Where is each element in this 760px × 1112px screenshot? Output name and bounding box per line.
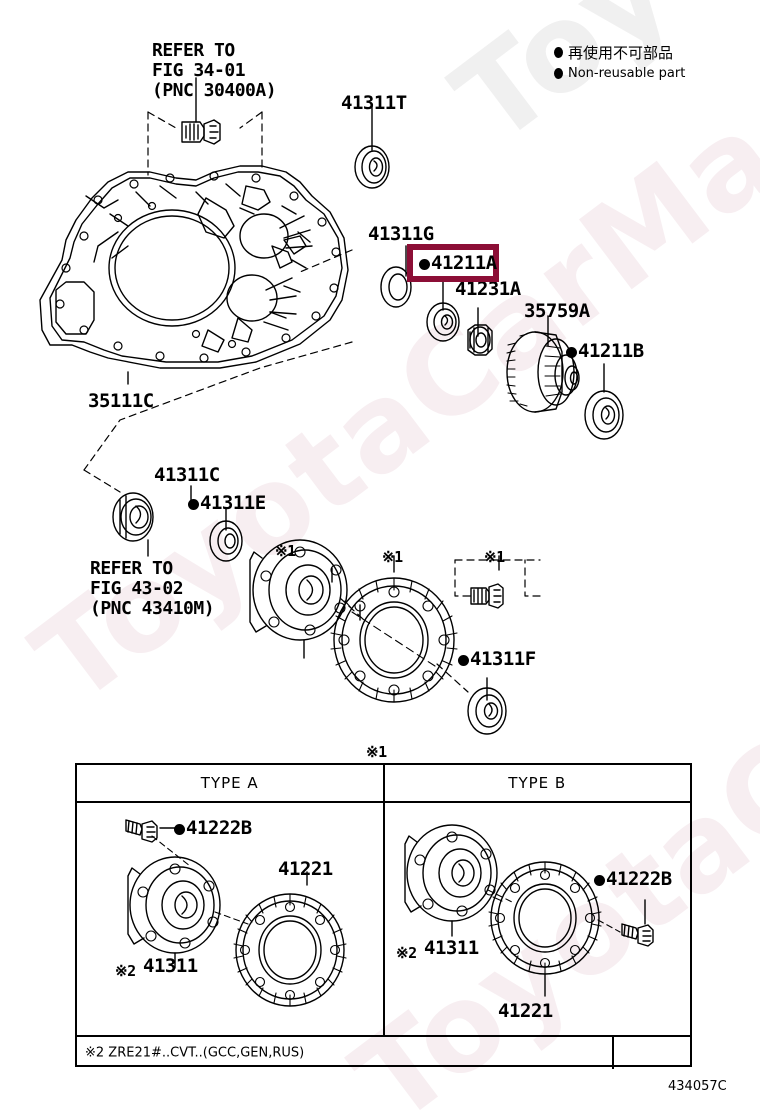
callout-35759A: 35759A	[524, 300, 590, 322]
mark-note1-c: ※1	[484, 548, 505, 566]
typeb-hub-mark: ※2	[396, 944, 417, 962]
callout-41211B: 41211B	[566, 340, 644, 363]
table-footnote: ※2 ZRE21#..CVT..(GCC,GEN,RUS)	[85, 1045, 305, 1061]
callout-41311G: 41311G	[368, 223, 434, 245]
type-variants-table: TYPE A TYPE B ※2 ZRE21#..CVT..(GCC,GEN,R…	[75, 763, 692, 1069]
callout-41231A: 41231A	[455, 278, 521, 300]
highlighted-part-41211A[interactable]: 41211A	[407, 244, 499, 282]
filled-circle-icon	[419, 259, 430, 270]
callout-41311F-text: 41311F	[470, 648, 536, 670]
callout-41311C: 41311C	[154, 464, 220, 486]
filled-circle-icon	[594, 875, 605, 886]
filled-circle-icon	[554, 47, 563, 58]
typea-callout-41311: 41311	[143, 955, 198, 977]
table-pane-type-a	[77, 803, 385, 1035]
typeb-callout-41222B: 41222B	[594, 868, 672, 891]
legend-en-text: Non-reusable part	[568, 66, 686, 81]
diagram-code: 434057C	[668, 1079, 727, 1094]
highlighted-part-content: 41211A	[419, 252, 497, 274]
callout-35111C: 35111C	[88, 390, 154, 412]
typeb-callout-41311: 41311	[424, 937, 479, 959]
mark-note1-a: ※1	[275, 542, 296, 560]
filled-circle-icon	[566, 347, 577, 358]
callout-41211B-text: 41211B	[578, 340, 644, 362]
table-header-row: TYPE A TYPE B	[77, 765, 690, 803]
refer-fig-34-01-line3: (PNC 30400A)	[152, 80, 277, 101]
refer-fig-34-01-line2: FIG 34-01	[152, 60, 246, 81]
legend-row-en: Non-reusable part	[554, 66, 685, 81]
table-header-type-a: TYPE A	[77, 765, 385, 801]
refer-fig-34-01-line1: REFER TO	[152, 40, 235, 61]
mark-note1-table: ※1	[366, 743, 387, 761]
typea-hub-mark: ※2	[115, 962, 136, 980]
table-footer-divider	[612, 1037, 614, 1069]
callout-41311E-text: 41311E	[200, 492, 266, 514]
refer-fig-43-02-line1: REFER TO	[90, 558, 173, 579]
callout-41311F: 41311F	[458, 648, 536, 671]
filled-circle-icon	[174, 824, 185, 835]
filled-circle-icon	[554, 68, 563, 79]
table-header-type-b: TYPE B	[508, 774, 567, 792]
legend-row-jp: 再使用不可部品	[554, 42, 685, 63]
table-footer: ※2 ZRE21#..CVT..(GCC,GEN,RUS)	[77, 1035, 690, 1069]
watermark-top: ToyotaCarMae.ru	[430, 0, 760, 171]
mark-note1-b: ※1	[382, 548, 403, 566]
typea-41222B-text: 41222B	[186, 817, 252, 839]
highlighted-part-number: 41211A	[431, 252, 497, 274]
legend-jp-text: 再使用不可部品	[568, 44, 674, 62]
refer-fig-43-02-line2: FIG 43-02	[90, 578, 184, 599]
typeb-callout-41221: 41221	[498, 1000, 553, 1022]
callout-41311E: 41311E	[188, 492, 266, 515]
filled-circle-icon	[458, 655, 469, 666]
typeb-41222B-text: 41222B	[606, 868, 672, 890]
typea-callout-41222B: 41222B	[174, 817, 252, 840]
legend: 再使用不可部品 Non-reusable part	[554, 42, 685, 81]
callout-41311T: 41311T	[341, 92, 407, 114]
typea-callout-41221: 41221	[278, 858, 333, 880]
table-body	[77, 803, 690, 1035]
filled-circle-icon	[188, 499, 199, 510]
refer-fig-43-02-line3: (PNC 43410M)	[90, 598, 215, 619]
